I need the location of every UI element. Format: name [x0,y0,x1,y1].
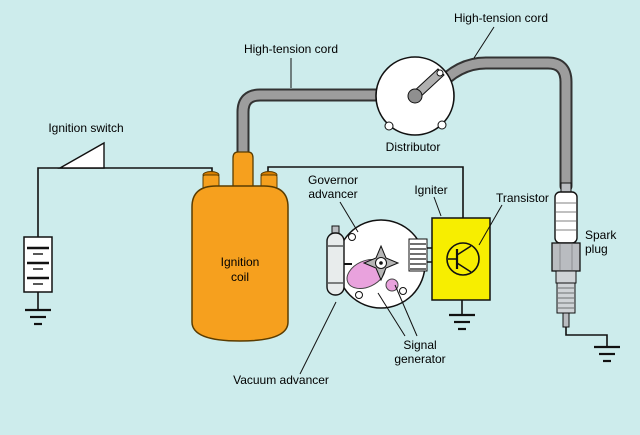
vacuum-advancer-unit [326,225,352,296]
rotor-center-shaft [407,88,423,104]
leader-signal-generator-2 [394,284,418,337]
high-tension-cord-left-label: High-tension cord [244,42,338,56]
plug-thread-lines [558,287,574,309]
battery-symbol [23,236,53,293]
vacuum-capsule [326,232,345,296]
leader-vacuum-advancer [299,301,337,375]
signal-generator-label-line2: generator [394,352,445,366]
vacuum-advancer-label: Vacuum advancer [233,373,329,387]
connector-comb [408,238,428,272]
plug-hex-shell [551,242,581,272]
transistor-label: Transistor [496,191,549,205]
plug-center-electrode [562,312,570,328]
igniter-label: Igniter [414,183,447,197]
distributor-label: Distributor [386,140,441,154]
ground-symbol-battery [25,308,51,326]
ignition-switch-symbol [57,141,105,169]
spark-plug [551,182,608,347]
coil-ht-terminal [232,151,254,189]
coil-body [191,185,289,342]
governor-advancer-label-line2: advancer [308,187,357,201]
assembly-shaft-center [379,261,383,265]
plug-insulator [554,191,578,244]
ignition-coil-label-line2: coil [231,270,249,284]
high-tension-cord-right-label: High-tension cord [454,11,548,25]
assembly-screw-2 [355,291,363,299]
distributor-clip-left [384,121,394,131]
high-tension-cord-coil-to-distributor [236,88,391,169]
ignition-coil: Ignition coil [191,151,289,342]
connector-comb-pins [410,243,426,270]
leader-governor-advancer [339,201,359,233]
plug-terminal-nut [560,182,572,193]
signal-generator-assembly [336,219,432,309]
rotor-tip-contact [436,69,444,77]
governor-advancer-label-line1: Governor [308,173,358,187]
leader-lines [290,26,503,375]
igniter-box [431,217,491,301]
leader-ht-cord-right [473,26,495,59]
distributor-clip-right [437,120,447,130]
plug-shoulder [555,270,577,284]
spark-plug-label-line2: plug [585,242,608,256]
distributor-cap [375,56,455,136]
leader-igniter [433,196,442,217]
leader-transistor [478,204,503,246]
pickup-pole [385,278,399,292]
igniter-unit [431,217,491,301]
ground-symbol-igniter [449,313,475,331]
high-tension-cord-distributor-to-plug [430,56,573,193]
assembly-screw-1 [348,233,356,241]
plug-insulator-ribs [556,202,576,231]
signal-generator-label-line1: Signal [403,338,436,352]
spark-plug-label-line1: Spark [585,228,617,242]
leader-signal-generator-1 [377,292,406,337]
ignition-coil-label-line1: Ignition [221,255,260,269]
transistor-symbol [446,242,480,276]
plug-ground-electrode-wire [565,327,608,347]
assembly-screw-3 [399,287,407,295]
ignition-switch-label: Ignition switch [48,121,123,135]
